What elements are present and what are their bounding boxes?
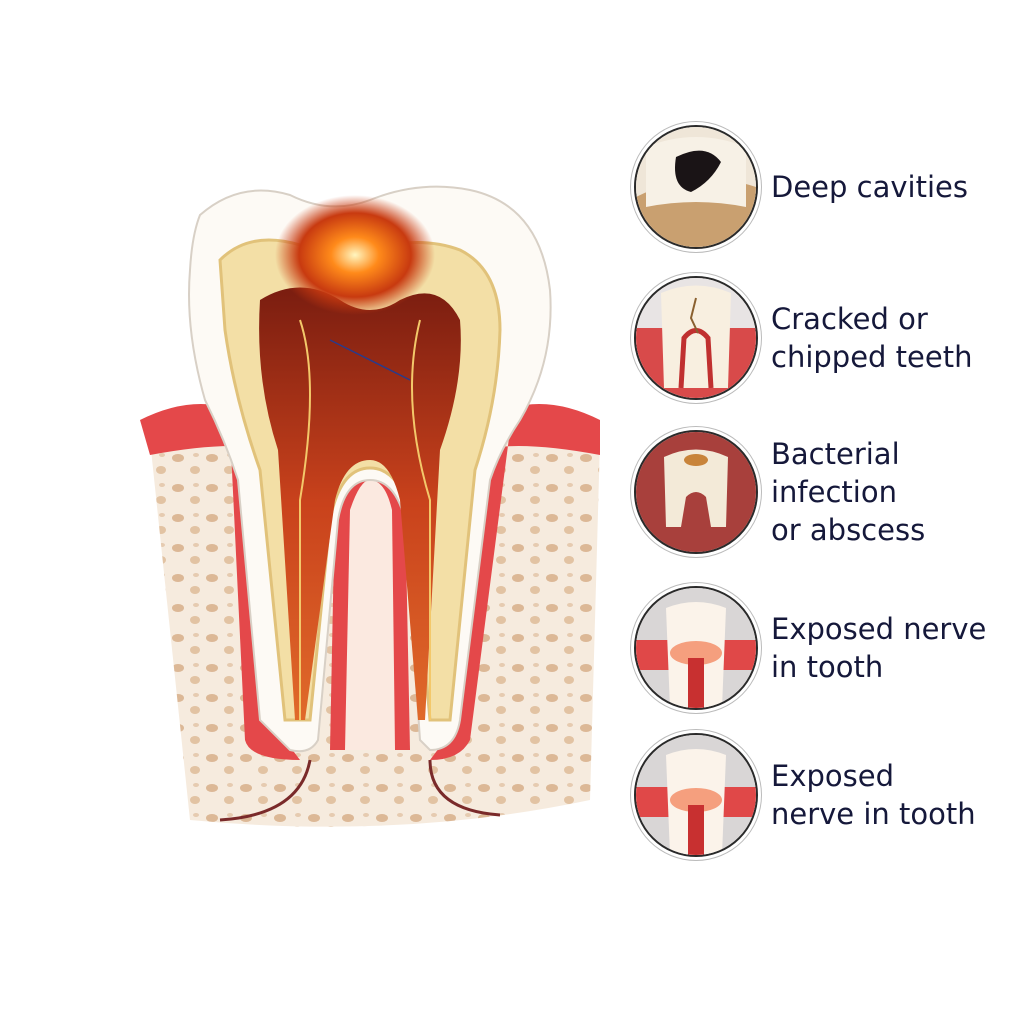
deep-cavity-tooth-icon	[634, 125, 758, 249]
decay-infection-glow	[275, 195, 435, 315]
cause-exposed-nerve-2: Exposed nerve in tooth	[634, 733, 1024, 857]
cause-label-line: Exposed	[771, 759, 894, 793]
cause-label-line: in tooth	[771, 650, 884, 684]
pulp-chamber	[219, 287, 501, 822]
cause-label-line: Deep cavities	[771, 170, 968, 204]
cause-label-line: infection	[771, 475, 897, 509]
cause-label-line: Cracked or	[771, 302, 928, 336]
tooth-cross-section-illustration	[140, 185, 600, 827]
cause-cracked-teeth: Cracked or chipped teeth	[634, 276, 1024, 400]
infected-tooth-icon	[634, 430, 758, 554]
cause-label-line: or abscess	[771, 513, 926, 547]
cracked-tooth-icon	[634, 276, 758, 400]
cause-bacterial-infection: Bacterial infection or abscess	[634, 430, 1024, 554]
cause-label-line: Exposed nerve	[771, 612, 987, 646]
exposed-nerve-tooth-icon	[634, 586, 758, 710]
cause-label-line: Bacterial	[771, 437, 900, 471]
exposed-nerve-tooth-icon	[634, 733, 758, 857]
cause-exposed-nerve: Exposed nerve in tooth	[634, 586, 1024, 710]
cause-label-line: nerve in tooth	[771, 797, 976, 831]
cause-deep-cavities: Deep cavities	[634, 125, 1024, 249]
cause-label-line: chipped teeth	[771, 340, 973, 374]
